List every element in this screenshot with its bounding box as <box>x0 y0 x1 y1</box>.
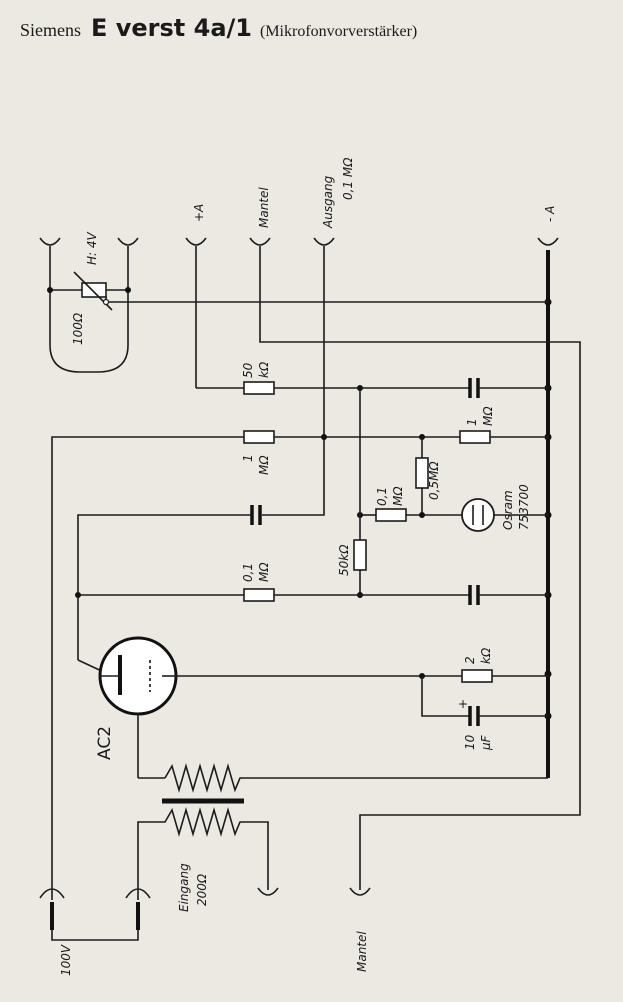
resistor-50k-plus-a <box>196 381 470 395</box>
capacitor-top-decoupling <box>468 378 548 398</box>
r-01m-b-unit: MΩ <box>257 562 271 582</box>
input-transformer <box>137 763 548 900</box>
r-50k-side-label: 50kΩ <box>337 544 351 576</box>
minus-a-terminal <box>537 237 559 246</box>
resistor-05m <box>415 437 429 515</box>
mains-terminals <box>39 888 151 941</box>
capacitor-plate-bypass <box>468 585 548 605</box>
eingang-terminal <box>257 887 279 896</box>
ausgang-value-label: 0,1 MΩ <box>341 157 355 200</box>
plus-a-terminal <box>185 237 207 388</box>
pot-100-ohm-label: 100Ω <box>71 312 85 345</box>
resistor-01m-screen <box>357 508 462 522</box>
r-2k-value: 2 <box>463 656 477 664</box>
ac2-tube-label: AC2 <box>95 726 115 760</box>
r-01m-a-unit: MΩ <box>391 486 405 506</box>
resistor-50k-divider <box>353 388 367 598</box>
r-1m-b-value: 1 <box>465 418 479 426</box>
r-01m-b-value: 0,1 <box>241 563 255 582</box>
model-description: (Mikrofonvorverstärker) <box>259 23 418 40</box>
mantel-bottom-terminal <box>349 887 371 896</box>
plus-a-label: +A <box>192 204 206 222</box>
eingang-value-label: 200Ω <box>195 873 209 906</box>
ausgang-label: Ausgang <box>321 175 335 229</box>
r-1m-b-unit: MΩ <box>481 406 495 426</box>
r-1m-a-unit: MΩ <box>257 455 271 475</box>
r-1m-a-value: 1 <box>241 454 255 462</box>
r-05m-label: 0,5MΩ <box>427 461 441 500</box>
model-name: E verst 4a/1 <box>91 14 252 42</box>
r-50k-top-value: 50 <box>241 362 255 378</box>
minus-a-label: - A <box>543 206 557 222</box>
resistor-2k-cathode <box>176 669 548 683</box>
page-title: Siemens E verst 4a/1 (Mikrofonvorverstär… <box>20 14 620 48</box>
mains-supply-line <box>51 430 460 900</box>
ac2-tube <box>77 595 178 778</box>
osram-glow-lamp <box>461 498 548 532</box>
mains-label: 100V <box>59 944 73 976</box>
cap-10-unit: μF <box>479 734 493 751</box>
heater-potentiometer <box>47 271 548 311</box>
r-2k-unit: kΩ <box>479 647 493 664</box>
r-50k-top-unit: kΩ <box>257 361 271 378</box>
cap-10-value: 10 <box>463 734 477 750</box>
capacitor-10uf-cathode <box>421 676 548 726</box>
resistor-01m-plate <box>75 588 470 602</box>
mantel-bottom-label: Mantel <box>355 931 369 972</box>
resistor-1m-ground <box>459 430 548 444</box>
ausgang-terminal <box>262 237 335 516</box>
manufacturer-name: Siemens <box>20 20 81 40</box>
cap-plus-sign: + <box>458 697 468 711</box>
r-01m-a-value: 0,1 <box>375 487 389 506</box>
osram-name-label: Osram <box>501 490 515 530</box>
heater-label: H: 4V <box>85 231 99 265</box>
output-coupling-capacitor <box>77 505 262 595</box>
mantel-top-label: Mantel <box>257 187 271 228</box>
eingang-label: Eingang <box>177 863 191 912</box>
mantel-top-terminal <box>249 237 581 890</box>
heater-terminals <box>39 237 139 373</box>
osram-type-label: 753700 <box>517 484 531 530</box>
